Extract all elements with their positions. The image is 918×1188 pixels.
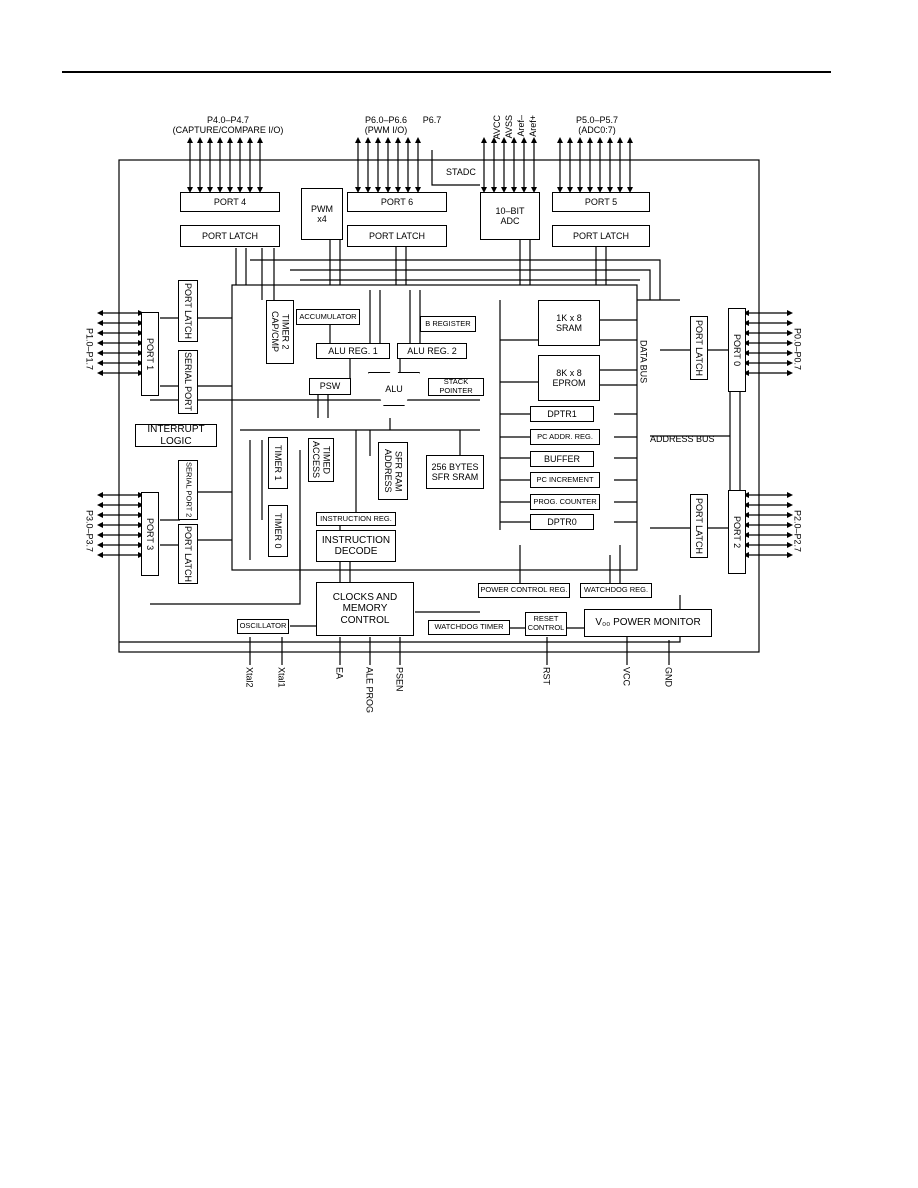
- p3-label: P3.0–P3.7: [84, 510, 95, 553]
- aref-neg-label: Aref–: [516, 115, 526, 137]
- sfr-ram-address-block: SFR RAM ADDRESS: [378, 442, 408, 500]
- p0-label: P0.0–P0.7: [792, 328, 803, 371]
- alu-reg2-block: ALU REG. 2: [397, 343, 467, 359]
- timer0-block: TIMER 0: [268, 505, 288, 557]
- serial-port2-block: SERIAL PORT 2: [178, 460, 198, 520]
- port3-latch-block: PORT LATCH: [178, 524, 198, 584]
- p1-label: P1.0–P1.7: [84, 328, 95, 371]
- psen-label: PSEN: [394, 667, 405, 692]
- stack-pointer-block: STACK POINTER: [428, 378, 484, 396]
- sfr-sram-block: 256 BYTES SFR SRAM: [426, 455, 484, 489]
- p4-sub-label: (CAPTURE/COMPARE I/O): [172, 125, 284, 135]
- p5-sub-label: (ADC0:7): [578, 125, 616, 135]
- port3-block: PORT 3: [141, 492, 159, 576]
- instruction-reg-block: INSTRUCTION REG.: [316, 512, 396, 526]
- reset-control-block: RESET CONTROL: [525, 612, 567, 636]
- p67-label: P6.7: [422, 115, 442, 125]
- port5-latch-block: PORT LATCH: [552, 225, 650, 247]
- port2-block: PORT 2: [728, 490, 746, 574]
- port4-block: PORT 4: [180, 192, 280, 212]
- eprom-block: 8K x 8 EPROM: [538, 355, 600, 401]
- avss-label: AVSS: [504, 115, 514, 139]
- aref-pos-label: Aref+: [528, 115, 538, 137]
- psw-block: PSW: [309, 378, 351, 395]
- gnd-label: GND: [663, 667, 674, 687]
- port6-latch-block: PORT LATCH: [347, 225, 447, 247]
- serial-port-block: SERIAL PORT: [178, 350, 198, 414]
- p6-sub-label: (PWM I/O): [364, 125, 408, 135]
- clocks-memory-control-block: CLOCKS AND MEMORY CONTROL: [316, 582, 414, 636]
- p5-label: P5.0–P5.7: [575, 115, 619, 125]
- accumulator-block: ACCUMULATOR: [296, 309, 360, 325]
- b-register-block: B REGISTER: [420, 316, 476, 332]
- p4-label: P4.0–P4.7: [206, 115, 250, 125]
- p2-label: P2.0–P2.7: [792, 510, 803, 553]
- rst-label: RST: [541, 667, 552, 685]
- oscillator-block: OSCILLATOR: [237, 619, 289, 634]
- top-rule: [62, 71, 831, 73]
- instruction-decode-block: INSTRUCTION DECODE: [316, 530, 396, 562]
- pc-addr-reg-block: PC ADDR. REG.: [530, 429, 600, 445]
- port1-latch-block: PORT LATCH: [178, 280, 198, 342]
- vcc-label: VCC: [621, 667, 632, 687]
- port2-latch-block: PORT LATCH: [690, 494, 708, 558]
- power-control-reg-block: POWER CONTROL REG.: [478, 583, 570, 598]
- dptr0-block: DPTR0: [530, 514, 594, 530]
- data-bus-label: DATA BUS: [638, 340, 649, 384]
- pwm-block: PWM x4: [301, 188, 343, 240]
- port0-block: PORT 0: [728, 308, 746, 392]
- avcc-label: AVCC: [492, 115, 502, 140]
- port6-block: PORT 6: [347, 192, 447, 212]
- port4-latch-block: PORT LATCH: [180, 225, 280, 247]
- port0-latch-block: PORT LATCH: [690, 316, 708, 380]
- buffer-block: BUFFER: [530, 451, 594, 467]
- xtal1-label: Xtal1: [276, 667, 287, 688]
- chip-outline: [118, 159, 760, 653]
- timer1-block: TIMER 1: [268, 437, 288, 489]
- watchdog-reg-block: WATCHDOG REG.: [580, 583, 652, 598]
- xtal2-label: Xtal2: [244, 667, 255, 688]
- timer2-block: TIMER 2 CAP/CMP: [266, 300, 294, 364]
- sram-block: 1K x 8 SRAM: [538, 300, 600, 346]
- port5-block: PORT 5: [552, 192, 650, 212]
- port1-block: PORT 1: [141, 312, 159, 396]
- interrupt-logic-block: INTERRUPT LOGIC: [135, 424, 217, 447]
- prog-counter-block: PROG. COUNTER: [530, 494, 600, 510]
- watchdog-timer-block: WATCHDOG TIMER: [428, 620, 510, 635]
- ea-label: EA: [334, 667, 345, 680]
- alu-reg1-block: ALU REG. 1: [316, 343, 390, 359]
- timed-access-block: TIMED ACCESS: [308, 438, 334, 482]
- address-bus-label: ADDRESS BUS: [650, 434, 715, 444]
- dptr1-block: DPTR1: [530, 406, 594, 422]
- pc-increment-block: PC INCREMENT: [530, 472, 600, 488]
- stadc-label: STADC: [446, 167, 476, 177]
- power-monitor-block: V₀₀ POWER MONITOR: [584, 609, 712, 637]
- ale-prog-label: ALE PROG: [364, 667, 375, 714]
- adc-block: 10–BIT ADC: [480, 192, 540, 240]
- p6-label: P6.0–P6.6: [364, 115, 408, 125]
- internal-bus-outline: [231, 284, 638, 571]
